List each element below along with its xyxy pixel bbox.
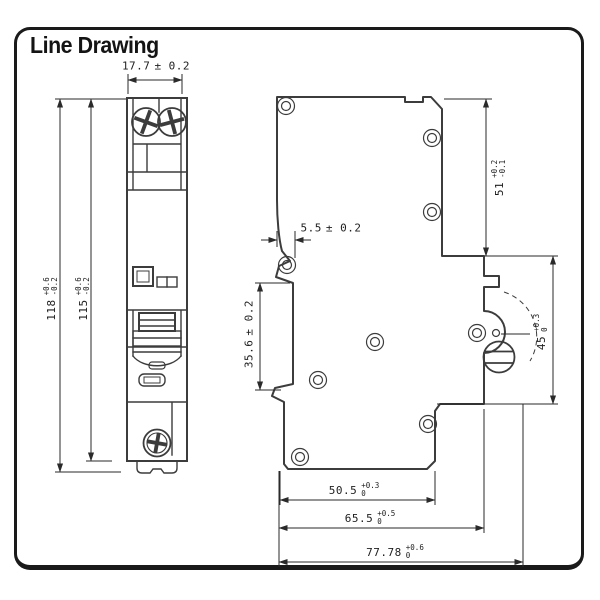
front-view [126, 97, 188, 474]
din-rail-release-clip [482, 340, 516, 374]
indicator-window [132, 266, 154, 287]
terminal-block-lines [126, 97, 188, 191]
dim-overall-height-label: 118 +0.6-0.2 [41, 277, 59, 321]
rivet [418, 414, 438, 434]
screw-terminal-top [131, 107, 187, 137]
toggle-switch [126, 309, 188, 370]
lower-section-lines [126, 401, 188, 456]
test-button [138, 373, 166, 387]
extension-lines [55, 74, 558, 567]
side-view [271, 96, 538, 470]
dimension-lines [55, 74, 558, 567]
dim-panel-cutout-label: 35.6± 0.2 [242, 299, 256, 369]
din-clip-front [136, 460, 178, 474]
dim-width-label: 17.7± 0.2 [121, 59, 191, 73]
rivet [308, 370, 328, 390]
page-title: Line Drawing [30, 32, 159, 58]
screw-terminal-bottom [142, 428, 172, 458]
rivet [277, 255, 297, 275]
rivet [422, 202, 442, 222]
rivet [365, 332, 385, 352]
rivet [422, 128, 442, 148]
rivets [276, 96, 487, 467]
dim-front-lip-label: 5.5± 0.2 [300, 221, 362, 235]
dual-indicator [156, 276, 178, 288]
rivet [290, 447, 310, 467]
dim-body-height-label: 115 +0.6-0.2 [73, 277, 91, 321]
dim-upper-depth-label: 51 +0.2-0.1 [489, 159, 507, 197]
side-profile [271, 96, 506, 470]
clip-pivot-hole [491, 328, 501, 338]
clip-rotation-arc [503, 291, 538, 362]
front-body-outline [126, 97, 188, 462]
rivet [276, 96, 296, 116]
rivet [467, 323, 487, 343]
